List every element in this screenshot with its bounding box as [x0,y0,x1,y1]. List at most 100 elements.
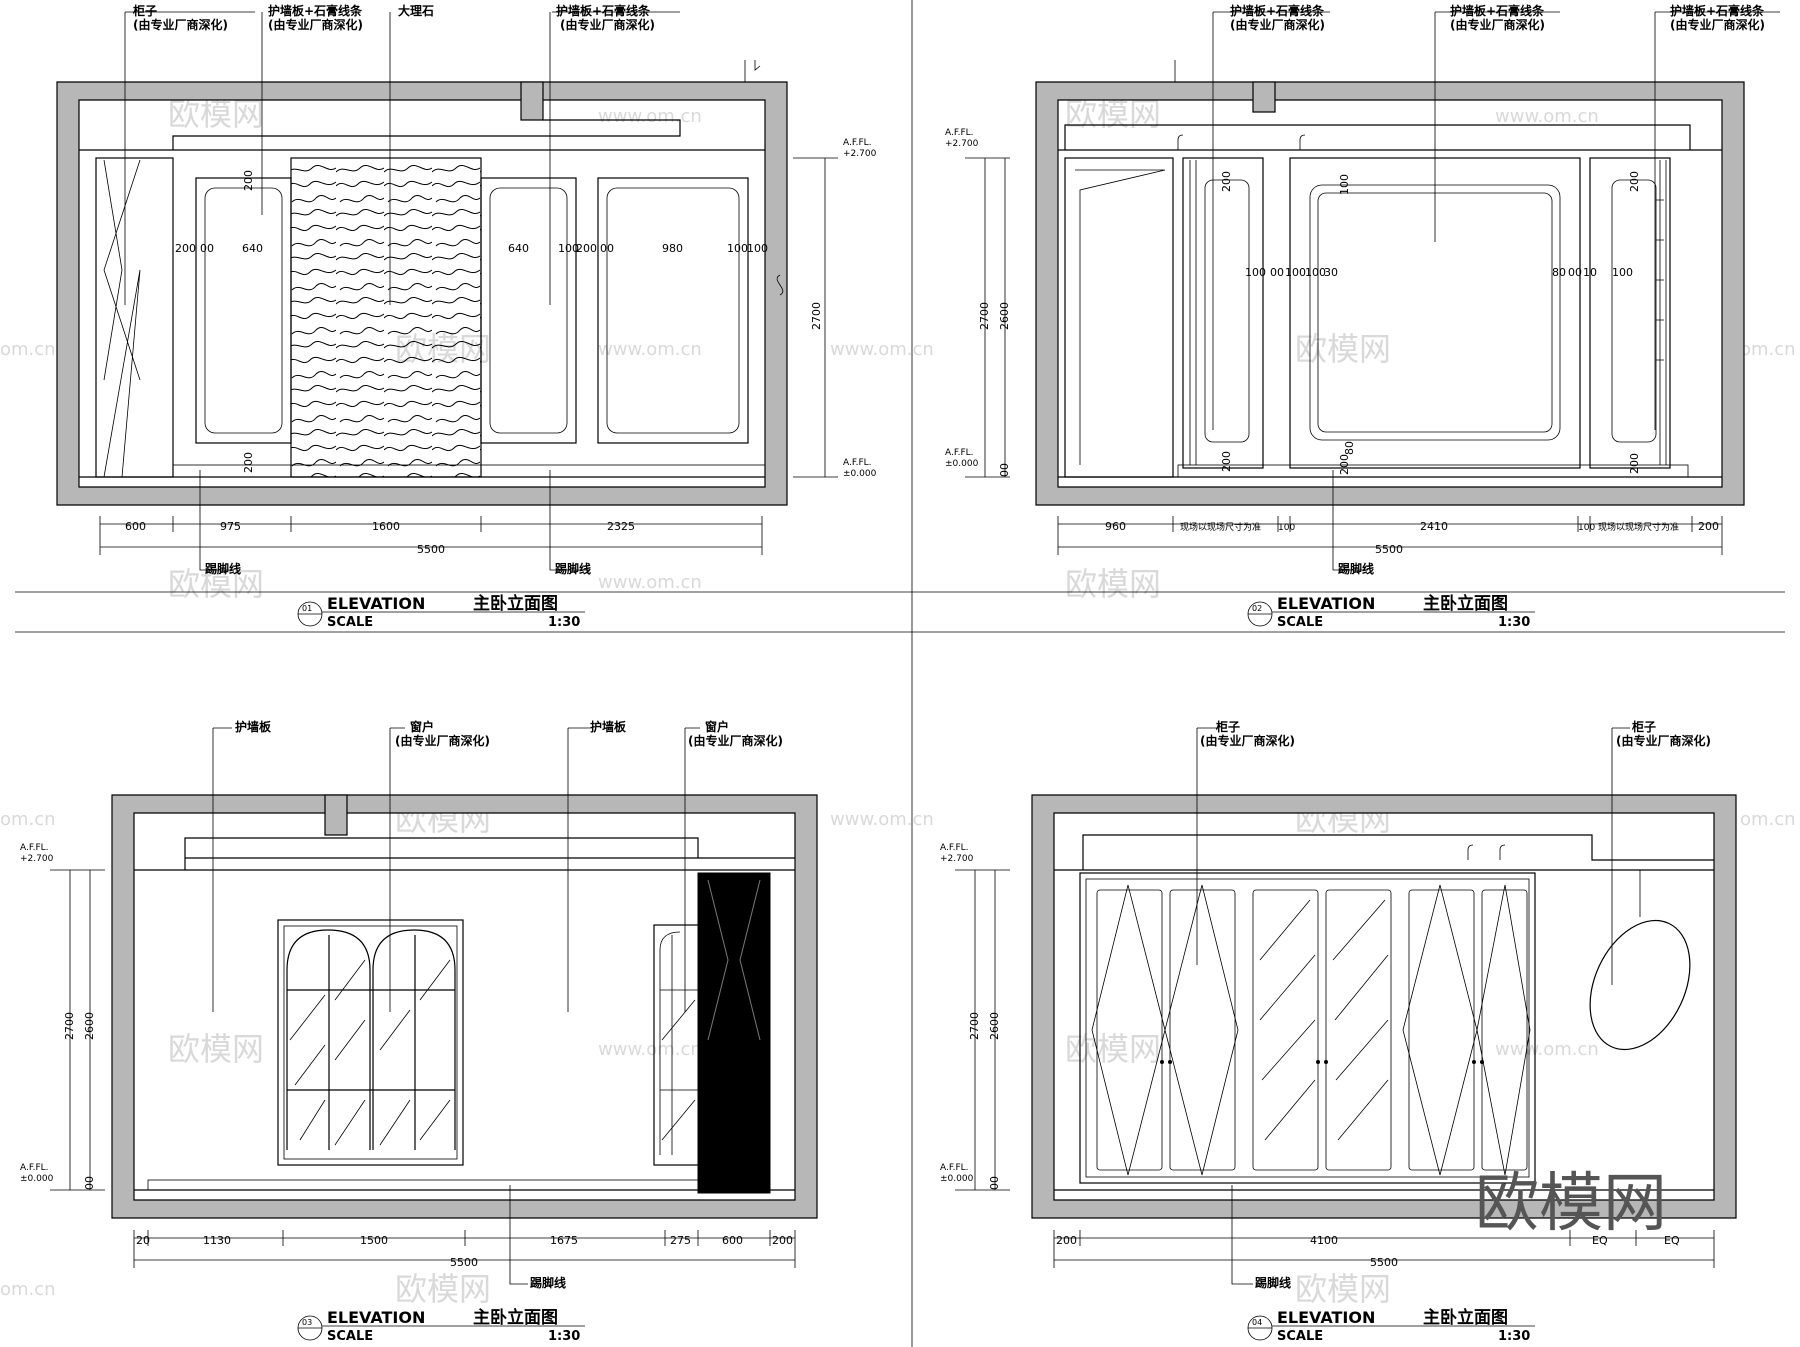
glass-hatch [289,959,451,1146]
drawing-title-en: ELEVATION [1277,594,1375,613]
callout-label: 护墙板+石膏线条 [556,3,651,18]
callout-leaders [124,11,680,305]
panel-molding [1204,179,1250,443]
curtain [697,872,771,1194]
panel-molding [204,187,283,434]
door-frame [1064,157,1174,478]
svg-text:欧模网: 欧模网 [168,1030,264,1068]
panel-dim: 200 [1220,451,1233,472]
panel-molding [606,187,740,434]
elevation-panel-03: 2700 2600 00 A.F.FL. +2.700 A.F.FL. ±0.0… [20,719,818,1344]
height-dim-line [955,869,1010,1191]
dim-text: 1130 [203,1234,231,1247]
height-dim-text: 2600 [988,1012,1001,1040]
ceiling-line [1054,834,1714,871]
svg-text:www.om.cn: www.om.cn [830,809,934,830]
svg-text:欧模网: 欧模网 [1065,565,1161,603]
callout-label: 柜子 [1215,719,1240,734]
drawing-number: 04 [1252,1318,1262,1327]
panel-dim: 100 [1245,266,1266,279]
level-value: +2.700 [20,854,54,864]
wall-panel [597,177,749,444]
skirting-callout: 踢脚线 [1255,1275,1291,1290]
drawing-number: 02 [1252,604,1262,613]
skirting-leaders [1231,1185,1253,1285]
skirting [1177,464,1689,478]
callout-note: (由专业厂商深化) [395,733,490,748]
callout-label: 柜子 [132,3,157,18]
beam-section [1252,81,1276,113]
wardrobe-doors [1091,884,1531,1176]
dim-total: 5500 [1370,1256,1398,1269]
drawing-title-en: ELEVATION [1277,1308,1375,1327]
break-mark [744,60,761,82]
height-dim-text: 2700 [810,302,823,330]
panel-dim: 200 [242,452,255,473]
callout-note: (由专业厂商深化) [1450,17,1545,32]
panel-dim: 00 [600,242,614,255]
dim-text: EQ [1664,1234,1680,1247]
dim-text: 20 [136,1234,150,1247]
ceiling-line [134,837,795,871]
panel-dim: 00 [1270,266,1284,279]
panel-dim: 640 [242,242,263,255]
panel-dim: 200 [1220,171,1233,192]
svg-text:欧模网: 欧模网 [168,565,264,603]
dim-text: 975 [220,520,241,533]
height-dim-text: 2700 [978,302,991,330]
height-dim-text: 2600 [83,1012,96,1040]
skirting-callout: 踢脚线 [1338,561,1374,576]
dim-text: 1500 [360,1234,388,1247]
svg-text:www.om.cn: www.om.cn [598,106,702,127]
callout-label: 护墙板+石膏线条 [1230,3,1325,18]
callout-note: (由专业厂商深化) [688,733,783,748]
panel-dim: 100 [727,242,748,255]
drawing-number: 03 [302,1318,312,1327]
panel-dim: 980 [662,242,683,255]
level-label: A.F.FL. [20,843,49,853]
level-label: A.F.FL. [843,458,872,468]
callout-label: 护墙板+石膏线条 [268,3,363,18]
dim-text: 100 [1278,523,1295,533]
dim-total: 5500 [417,543,445,556]
panel-molding [489,187,568,434]
svg-text:欧模网: 欧模网 [395,1270,491,1308]
panel-dim: 200 [175,242,196,255]
panel-dim: 00 [200,242,214,255]
level-label: A.F.FL. [940,843,969,853]
dim-text: 600 [125,520,146,533]
dim-text: 2410 [1420,520,1448,533]
panel-dim: 200 [1338,454,1351,475]
dim-text: 200 [1056,1234,1077,1247]
wall-panel [480,177,577,444]
height-dim-text: 2700 [63,1012,76,1040]
level-value: +2.700 [843,149,877,159]
callout-leaders [212,727,700,1012]
callout-leaders [1196,727,1630,985]
drawing-title-cn: 主卧立面图 [1423,1307,1508,1328]
wall-panel [1182,157,1264,469]
callout-label: 窗户 [705,719,729,734]
panel-dim: 30 [1324,266,1338,279]
svg-text:欧模网: 欧模网 [1065,1030,1161,1068]
scale-label: SCALE [327,615,373,630]
dim-text: EQ [1592,1234,1608,1247]
panel-dim: 100 [1285,266,1306,279]
svg-text:欧模网: 欧模网 [168,95,264,133]
wall-panel [195,177,292,444]
height-dim-line [965,157,1010,478]
svg-text:om.cn: om.cn [1740,809,1796,830]
level-value: +2.700 [945,139,979,149]
skirting-callout: 踢脚线 [555,561,591,576]
level-value: ±0.000 [843,469,877,479]
scale-value: 1:30 [1498,1329,1530,1344]
wall-panel [1589,157,1671,469]
panel-dim: 80 [1343,441,1356,455]
drawing-title-cn: 主卧立面图 [473,593,558,614]
callout-label: 护墙板+石膏线条 [1450,3,1545,18]
dim-total: 5500 [450,1256,478,1269]
drawing-number: 01 [302,604,312,613]
dimension-chain [1057,516,1723,555]
wall-section [1031,794,1737,1219]
level-value: +2.700 [940,854,974,864]
